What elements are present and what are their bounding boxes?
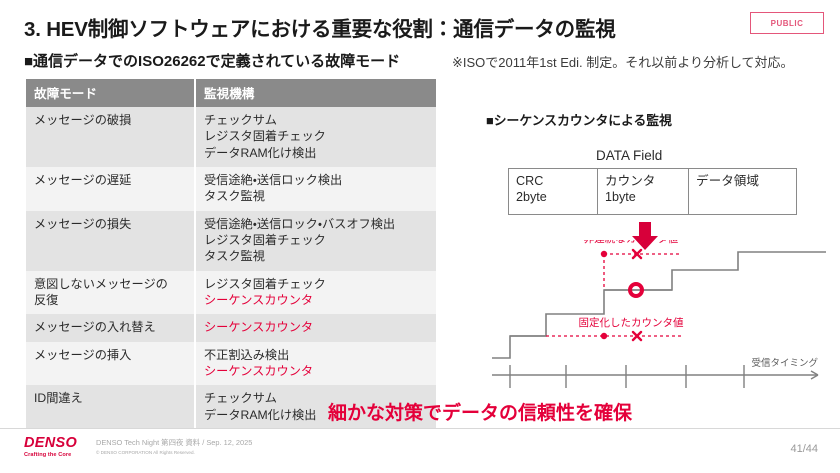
cell-line: メッセージの挿入 bbox=[34, 347, 132, 362]
cell-fault-mode: メッセージの挿入 bbox=[26, 341, 196, 386]
footer-divider bbox=[0, 428, 840, 429]
cell-line: メッセージの破損 bbox=[34, 113, 132, 127]
cell-monitoring-mechanism: チェックサムレジスタ固着チェックデータRAM化け検出 bbox=[195, 107, 436, 168]
cell-fault-mode: メッセージの入れ替え bbox=[26, 314, 196, 342]
cell-line: 意図しないメッセージの bbox=[34, 276, 168, 291]
subtitle-note: ※ISOで2011年1st Edi. 制定。それ以前より分析して対応。 bbox=[452, 55, 794, 70]
mechanism-highlighted: シーケンスカウンタ bbox=[204, 293, 314, 308]
cell-line: メッセージの損失 bbox=[34, 216, 132, 231]
page-title: 3. HEV制御ソフトウェアにおける重要な役割：通信データの監視 bbox=[24, 18, 616, 41]
mechanism-highlighted: シーケンスカウンタ bbox=[204, 364, 314, 379]
annotation-discontinuous: 非連続なカウンタ値 bbox=[584, 240, 681, 290]
section-subtitle: ■通信データでのISO26262で定義されている故障モード bbox=[24, 53, 401, 70]
mechanism-item: チェックサム bbox=[204, 391, 277, 406]
table-row: メッセージの遅延 受信途絶・送信ロック検出タスク監視 bbox=[26, 167, 436, 211]
page-number: 41/44 bbox=[790, 443, 818, 455]
footer-meta: DENSO Tech Night 第四夜 資料 / Sep. 12, 2025 … bbox=[96, 437, 252, 456]
status-badge-label: PUBLIC bbox=[770, 18, 804, 28]
cell-monitoring-mechanism: レジスタ固着チェックシーケンスカウンタ bbox=[195, 270, 436, 315]
footer-meta-line1: DENSO Tech Night 第四夜 資料 / Sep. 12, 2025 bbox=[96, 438, 253, 447]
annotation-stuck-label: 固定化したカウンタ値 bbox=[579, 316, 684, 329]
cell-line: メッセージの入れ替え bbox=[34, 320, 156, 335]
table-header-row: 故障モード 監視機構 bbox=[26, 79, 436, 107]
frame-cell-crc-line2: 2byte bbox=[516, 190, 547, 205]
column-header-fault-mode: 故障モード bbox=[26, 79, 196, 107]
frame-cell-crc: CRC 2byte bbox=[508, 168, 598, 215]
sequence-counter-heading: ■シーケンスカウンタによる監視 bbox=[486, 113, 672, 128]
cell-fault-mode: メッセージの損失 bbox=[26, 210, 196, 271]
mechanism-item: データRAM化け検出 bbox=[204, 145, 317, 160]
table-row: メッセージの入れ替え シーケンスカウンタ bbox=[26, 314, 436, 342]
mechanism-item: タスク監視 bbox=[204, 189, 265, 204]
mechanism-highlighted: シーケンスカウンタ bbox=[204, 320, 314, 335]
frame-cell-counter-line1: カウンタ bbox=[605, 174, 656, 188]
cell-fault-mode: メッセージの破損 bbox=[26, 107, 196, 168]
chart-series-actual bbox=[492, 251, 826, 359]
frame-cell-data-area: データ領域 bbox=[688, 168, 797, 215]
data-frame-row: CRC 2byte カウンタ 1byte データ領域 bbox=[508, 168, 797, 215]
data-field-label: DATA Field bbox=[596, 148, 663, 163]
frame-cell-counter-line2: 1byte bbox=[605, 190, 636, 205]
cell-monitoring-mechanism: チェックサムデータRAM化け検出 bbox=[195, 385, 436, 430]
table-row: メッセージの破損 チェックサムレジスタ固着チェックデータRAM化け検出 bbox=[26, 107, 436, 168]
table-row: メッセージの損失 受信途絶・送信ロック・バスオフ検出レジスタ固着チェックタスク監視 bbox=[26, 210, 436, 271]
mechanism-item: 不正割込み検出 bbox=[204, 347, 290, 362]
mechanism-item: データRAM化け検出 bbox=[204, 407, 317, 422]
down-arrow-icon bbox=[632, 222, 658, 250]
fault-mode-table: 故障モード 監視機構 メッセージの破損チェックサムレジスタ固着チェックデータRA… bbox=[26, 79, 436, 430]
mechanism-item: レジスタ固着チェック bbox=[204, 233, 326, 248]
cell-monitoring-mechanism: 受信途絶・送信ロック検出タスク監視 bbox=[195, 167, 436, 211]
table-row: 意図しないメッセージの反復レジスタ固着チェックシーケンスカウンタ bbox=[26, 270, 436, 315]
cell-monitoring-mechanism: 受信途絶・送信ロック・バスオフ検出レジスタ固着チェックタスク監視 bbox=[195, 210, 436, 271]
denso-logo: DENSO Crafting the Core bbox=[24, 436, 90, 458]
frame-cell-crc-line1: CRC bbox=[516, 174, 544, 188]
conclusion-text: 細かな対策でデータの信頼性を確保 bbox=[327, 403, 632, 424]
column-header-monitoring: 監視機構 bbox=[195, 79, 436, 107]
cell-line: 反復 bbox=[34, 293, 59, 308]
cell-fault-mode: メッセージの遅延 bbox=[26, 167, 196, 211]
observation-marker-icon bbox=[628, 282, 644, 298]
status-badge: PUBLIC bbox=[750, 12, 824, 34]
cell-monitoring-mechanism: 不正割込み検出シーケンスカウンタ bbox=[195, 341, 436, 386]
chart-x-axis-label: 受信タイミング bbox=[751, 357, 818, 369]
frame-cell-data-area-line1: データ領域 bbox=[696, 174, 759, 188]
mechanism-item: レジスタ固着チェック bbox=[204, 276, 326, 291]
mechanism-item: 受信途絶・送信ロック・バスオフ検出 bbox=[204, 216, 396, 231]
mechanism-item: 受信途絶・送信ロック検出 bbox=[204, 173, 343, 188]
fault-mode-table-body: メッセージの破損チェックサムレジスタ固着チェックデータRAM化け検出メッセージの… bbox=[26, 107, 436, 430]
annotation-stuck: 固定化したカウンタ値 bbox=[546, 316, 684, 342]
frame-cell-counter: カウンタ 1byte bbox=[597, 168, 689, 215]
cell-line: メッセージの遅延 bbox=[34, 173, 132, 188]
cell-monitoring-mechanism: シーケンスカウンタ bbox=[195, 314, 436, 342]
denso-wordmark: DENSO bbox=[24, 435, 78, 451]
mechanism-item: レジスタ固着チェック bbox=[204, 129, 326, 144]
table-row: ID間違え チェックサムデータRAM化け検出 bbox=[26, 385, 436, 430]
table-row: メッセージの挿入 不正割込み検出シーケンスカウンタ bbox=[26, 341, 436, 386]
data-frame-table: CRC 2byte カウンタ 1byte データ領域 bbox=[508, 168, 797, 215]
mechanism-item: チェックサム bbox=[204, 113, 277, 127]
cell-fault-mode: 意図しないメッセージの反復 bbox=[26, 270, 196, 315]
denso-tagline: Crafting the Core bbox=[24, 451, 72, 458]
footer-meta-line2: © DENSO CORPORATION All Rights Reserved. bbox=[96, 450, 195, 456]
annotation-discontinuous-label: 非連続なカウンタ値 bbox=[584, 240, 679, 245]
cell-fault-mode: ID間違え bbox=[26, 385, 196, 430]
subtitle-row: ■通信データでのISO26262で定義されている故障モード ※ISOで2011年… bbox=[24, 50, 824, 72]
cell-line: ID間違え bbox=[34, 391, 83, 406]
chart-x-axis: 受信タイミング bbox=[492, 357, 818, 388]
counter-step-chart: 非連続なカウンタ値 固定化したカウンタ値 受信タイミング bbox=[492, 240, 826, 388]
mechanism-item: タスク監視 bbox=[204, 249, 265, 264]
